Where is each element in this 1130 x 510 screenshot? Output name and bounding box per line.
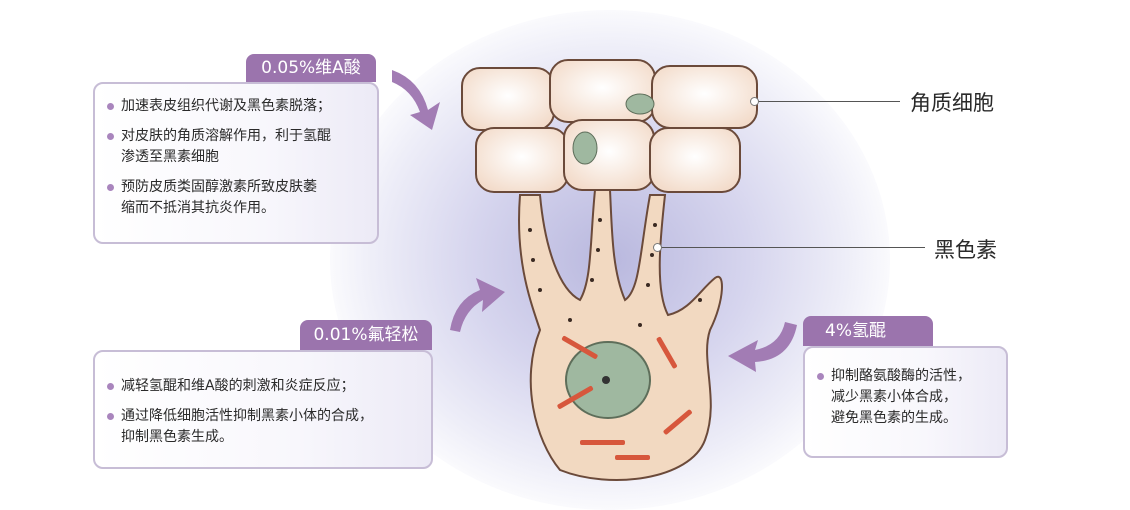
bullet-item: 加速表皮组织代谢及黑色素脱落； — [107, 96, 367, 117]
fluocinolone-tab: 0.01%氟轻松 — [300, 320, 432, 350]
organelles — [557, 336, 692, 460]
hydroquinone-panel: 抑制酪氨酸酶的活性，减少黑素小体合成，避免黑色素的生成。 — [803, 346, 1008, 458]
hydroquinone-tab: 4%氢醌 — [803, 316, 933, 346]
retinoic-acid-tab: 0.05%维A酸 — [246, 54, 376, 82]
keratinocyte-marker — [750, 97, 759, 106]
bullet-item: 对皮肤的角质溶解作用，利于氢醌渗透至黑素细胞 — [107, 126, 367, 168]
arrows — [392, 70, 797, 372]
bullet-item: 通过降低细胞活性抑制黑素小体的合成，抑制黑色素生成。 — [107, 406, 421, 448]
retinoic-acid-panel: 加速表皮组织代谢及黑色素脱落； 对皮肤的角质溶解作用，利于氢醌渗透至黑素细胞 预… — [93, 82, 379, 244]
bullet-item: 减轻氢醌和维A酸的刺激和炎症反应； — [107, 376, 421, 397]
melanocyte — [518, 189, 723, 481]
bullet-item: 预防皮质类固醇激素所致皮肤萎缩而不抵消其抗炎作用。 — [107, 177, 367, 219]
keratinocytes — [461, 59, 758, 193]
keratinocyte-label: 角质细胞 — [910, 91, 994, 115]
bullet-item: 抑制酪氨酸酶的活性，减少黑素小体合成，避免黑色素的生成。 — [817, 366, 998, 429]
melanin-leader-line — [660, 247, 925, 248]
fluocinolone-panel: 减轻氢醌和维A酸的刺激和炎症反应； 通过降低细胞活性抑制黑素小体的合成，抑制黑色… — [93, 350, 433, 469]
melanin-label: 黑色素 — [934, 238, 997, 262]
melanin-marker — [653, 243, 662, 252]
keratinocyte-leader-line — [758, 101, 900, 102]
